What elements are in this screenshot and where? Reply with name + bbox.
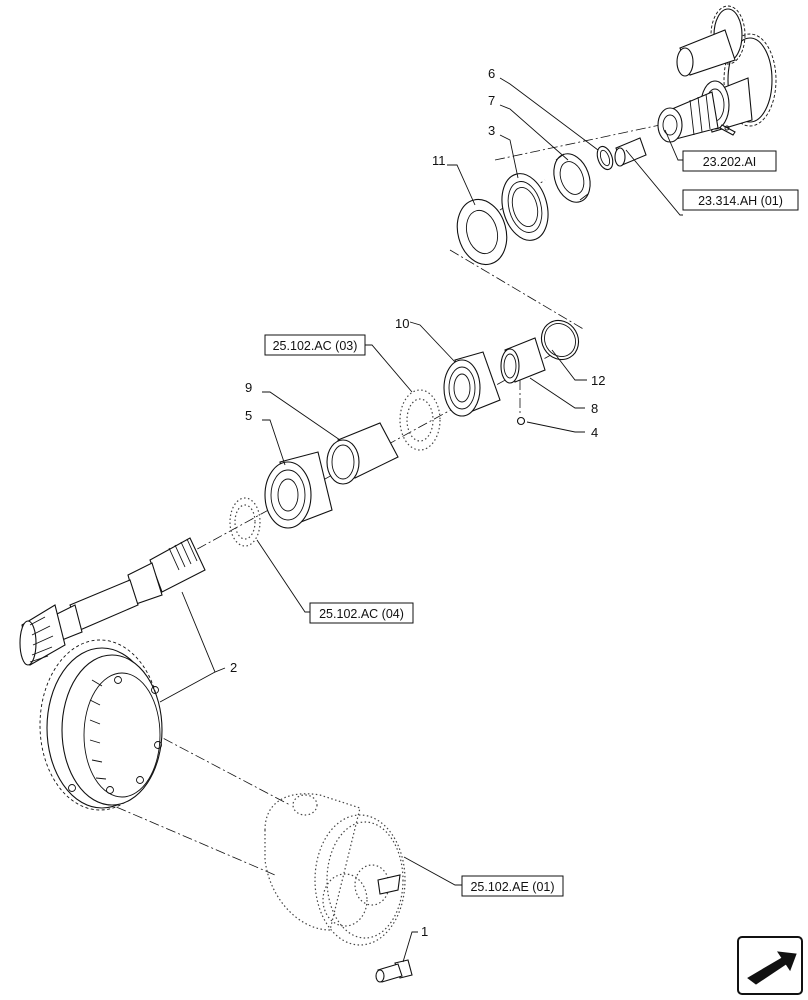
- part-3-bearing-ring[interactable]: [495, 168, 555, 245]
- callout-12[interactable]: 12: [591, 373, 605, 388]
- ref-23-202-ai[interactable]: 23.202.AI: [682, 150, 777, 172]
- part-8-sleeve[interactable]: [500, 337, 546, 384]
- shaft-gear-assembly[interactable]: [657, 5, 777, 143]
- callout-6[interactable]: 6: [488, 66, 495, 81]
- part-2-pinion-shaft[interactable]: [19, 537, 206, 666]
- shim-25-102-ac-04[interactable]: [229, 497, 261, 547]
- ref-23-202-ai-label: 23.202.AI: [703, 155, 757, 169]
- reference-boxes: 23.202.AI 23.314.AH (01) 25.102.AC (03) …: [264, 150, 799, 897]
- callout-3[interactable]: 3: [488, 123, 495, 138]
- callout-11[interactable]: 11: [432, 153, 446, 168]
- differential-housing-25-102-ae-01[interactable]: [264, 793, 406, 946]
- callout-9[interactable]: 9: [245, 380, 252, 395]
- callout-2[interactable]: 2: [230, 660, 237, 675]
- assembly-axis-lines: [99, 124, 661, 876]
- part-12-o-ring[interactable]: [534, 314, 585, 367]
- ref-23-314-ah-01-label: 23.314.AH (01): [698, 194, 783, 208]
- part-4-ball[interactable]: [516, 416, 526, 426]
- callout-10[interactable]: 10: [395, 316, 409, 331]
- part-9-spacer[interactable]: [326, 422, 399, 485]
- part-1-bolt[interactable]: [375, 874, 413, 983]
- part-2-ring-gear[interactable]: [39, 639, 163, 811]
- part-10-bearing[interactable]: [443, 351, 501, 417]
- ref-23-314-ah-01[interactable]: 23.314.AH (01): [682, 189, 799, 211]
- ref-25-102-ac-03[interactable]: 25.102.AC (03): [264, 334, 366, 356]
- part-7-nut[interactable]: [547, 149, 596, 208]
- part-6-snap-ring[interactable]: [594, 144, 615, 171]
- callout-7[interactable]: 7: [488, 93, 495, 108]
- ref-25-102-ac-03-label: 25.102.AC (03): [273, 339, 358, 353]
- callout-1[interactable]: 1: [421, 924, 428, 939]
- shim-25-102-ac-03[interactable]: [399, 389, 441, 451]
- next-page-arrow-icon[interactable]: [737, 936, 803, 995]
- callout-4[interactable]: 4: [591, 425, 598, 440]
- callout-5[interactable]: 5: [245, 408, 252, 423]
- callout-numbers: 6 7 3 11 10 9 5 12 8 4 2 1: [230, 66, 605, 939]
- part-11-seal[interactable]: [450, 194, 513, 270]
- callout-8[interactable]: 8: [591, 401, 598, 416]
- ref-25-102-ae-01[interactable]: 25.102.AE (01): [461, 875, 564, 897]
- ref-25-102-ac-04[interactable]: 25.102.AC (04): [309, 602, 414, 624]
- ref-25-102-ae-01-label: 25.102.AE (01): [470, 880, 554, 894]
- ref-25-102-ac-04-label: 25.102.AC (04): [319, 607, 404, 621]
- sleeve-part[interactable]: [614, 137, 647, 167]
- leader-lines: [159, 77, 683, 963]
- part-5-bearing[interactable]: [264, 451, 333, 529]
